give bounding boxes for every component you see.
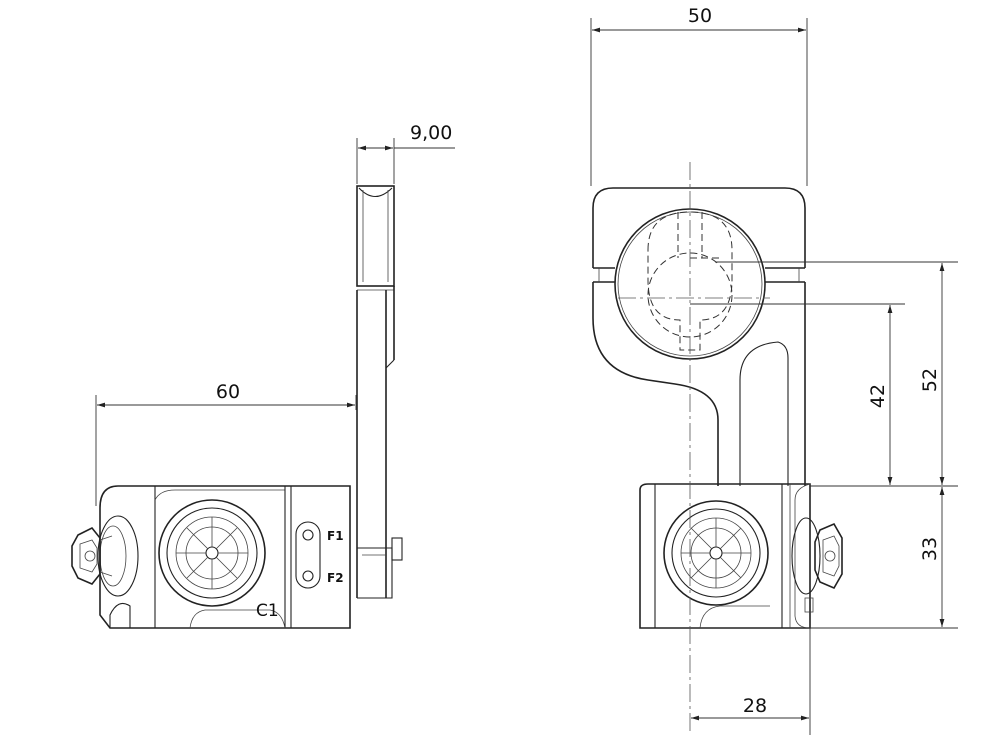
label-f1: F1 xyxy=(327,529,344,543)
label-f2: F2 xyxy=(327,571,344,585)
left-side-view: F1 F2 C1 60 9,00 xyxy=(71,122,455,629)
label-c1: C1 xyxy=(256,601,279,621)
base-block-right xyxy=(639,483,811,629)
dim-42-text: 42 xyxy=(867,384,889,408)
dial-left xyxy=(158,499,266,607)
dimension-28: 28 xyxy=(691,628,811,735)
dimension-33: 33 xyxy=(919,487,945,627)
function-selector: F1 F2 xyxy=(295,521,344,589)
dimension-42: 42 xyxy=(867,305,893,485)
dim-9-text: 9,00 xyxy=(410,122,452,144)
dimension-50: 50 xyxy=(590,5,808,186)
dimension-9: 9,00 xyxy=(356,122,455,184)
clamp-head xyxy=(592,187,806,486)
dim-60-text: 60 xyxy=(216,381,240,403)
dimension-60: 60 xyxy=(95,381,357,506)
dim-52-text: 52 xyxy=(919,368,941,392)
dim-33-text: 33 xyxy=(919,537,941,561)
dimension-52: 52 xyxy=(919,263,945,485)
dial-right xyxy=(663,500,769,606)
vertical-arm xyxy=(356,185,403,599)
knob-left xyxy=(71,515,139,597)
knob-right xyxy=(791,517,843,613)
base-block xyxy=(99,485,351,629)
right-front-view: 50 42 52 33 28 xyxy=(590,5,958,735)
dim-50-text: 50 xyxy=(688,5,712,27)
dim-28-text: 28 xyxy=(743,695,767,717)
